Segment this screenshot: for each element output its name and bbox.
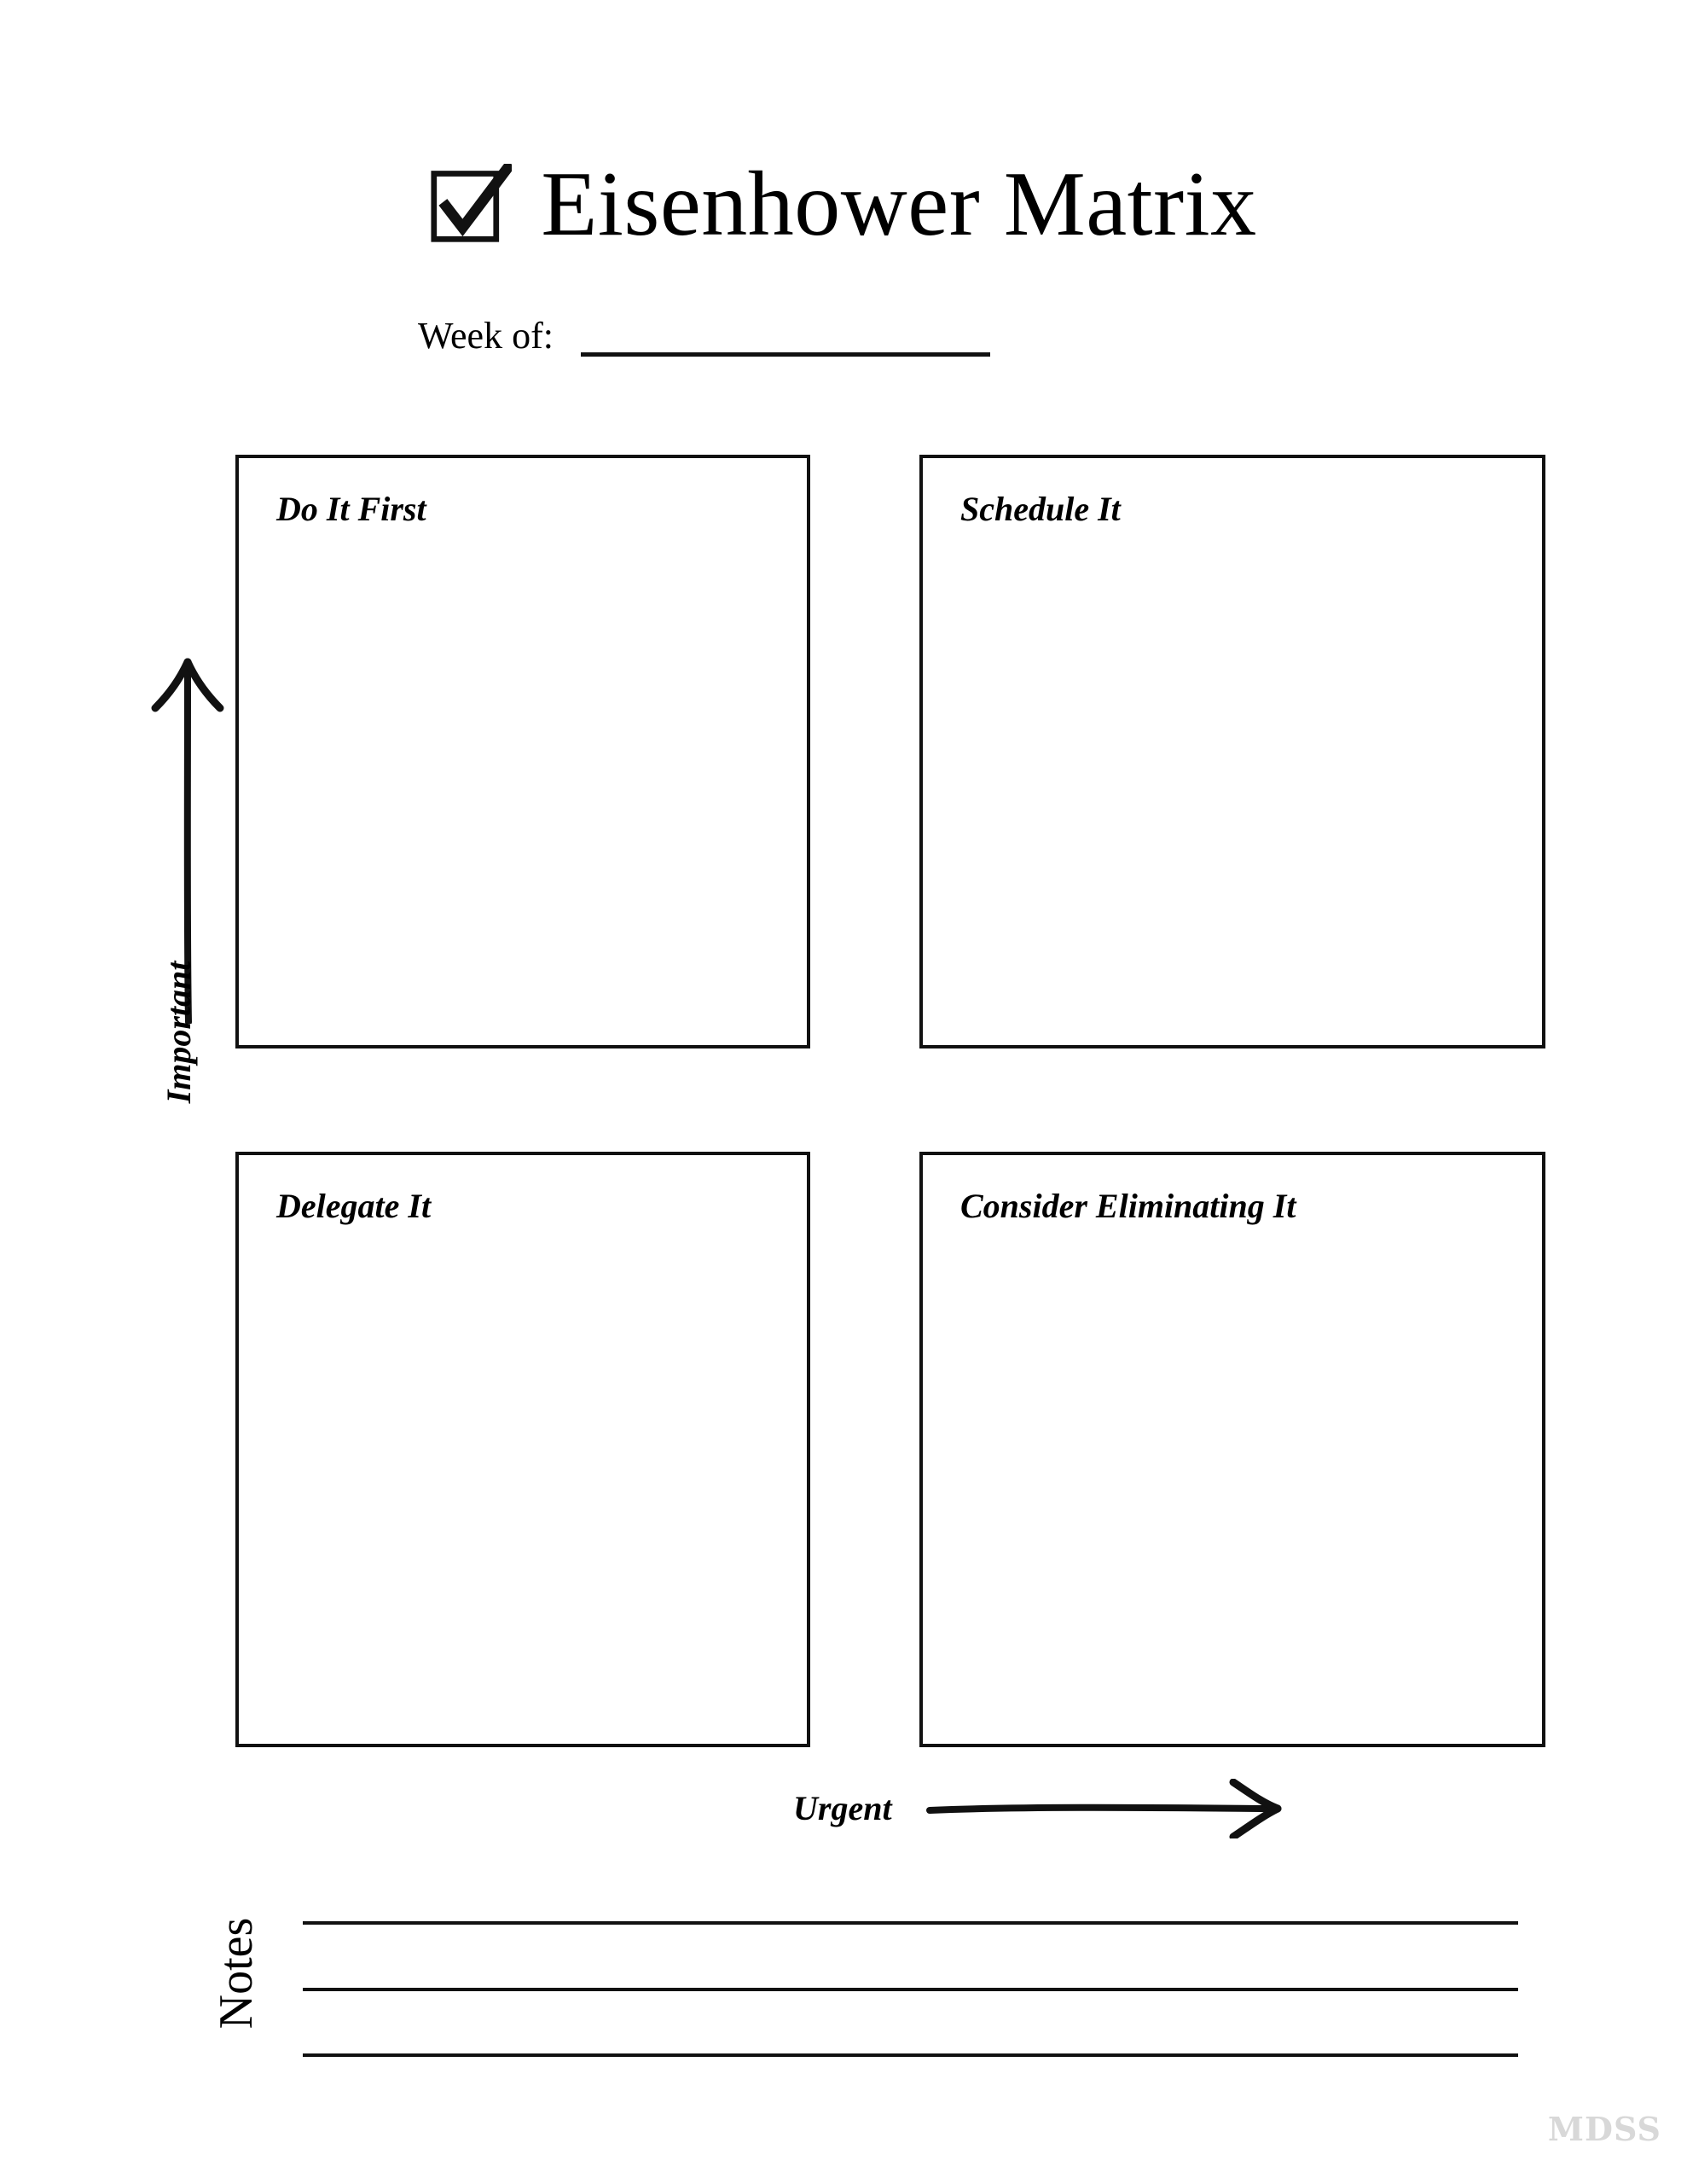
quadrant-do-it-first[interactable]: Do It First: [235, 455, 810, 1048]
week-of-input[interactable]: [580, 352, 990, 357]
quadrant-consider-eliminating-it[interactable]: Consider Eliminating It: [919, 1152, 1545, 1747]
page-header: Eisenhower Matrix: [0, 149, 1687, 260]
urgent-axis-label: Urgent: [793, 1789, 892, 1827]
right-arrow-icon: [925, 1779, 1282, 1838]
up-arrow-icon: [151, 658, 224, 1024]
quadrant-label: Do It First: [276, 490, 426, 528]
quadrant-delegate-it[interactable]: Delegate It: [235, 1152, 810, 1747]
week-of-label: Week of:: [418, 315, 554, 357]
notes-line[interactable]: [303, 1921, 1518, 1925]
page-title: Eisenhower Matrix: [541, 154, 1257, 255]
week-of-row: Week of:: [418, 317, 990, 360]
checked-checkbox-icon: [431, 164, 513, 242]
quadrant-label: Schedule It: [960, 490, 1121, 528]
important-axis: Important: [136, 648, 239, 1237]
important-axis-label: Important: [159, 961, 198, 1104]
quadrant-label: Consider Eliminating It: [960, 1187, 1296, 1225]
urgent-axis: Urgent: [793, 1774, 1322, 1843]
watermark: MDSS: [1547, 2110, 1661, 2148]
notes-label: Notes: [210, 1917, 263, 2030]
notes-line[interactable]: [303, 1988, 1518, 1991]
notes-line[interactable]: [303, 2053, 1518, 2057]
quadrant-schedule-it[interactable]: Schedule It: [919, 455, 1545, 1048]
quadrant-label: Delegate It: [276, 1187, 432, 1225]
notes-section: Notes: [196, 1885, 1527, 2090]
